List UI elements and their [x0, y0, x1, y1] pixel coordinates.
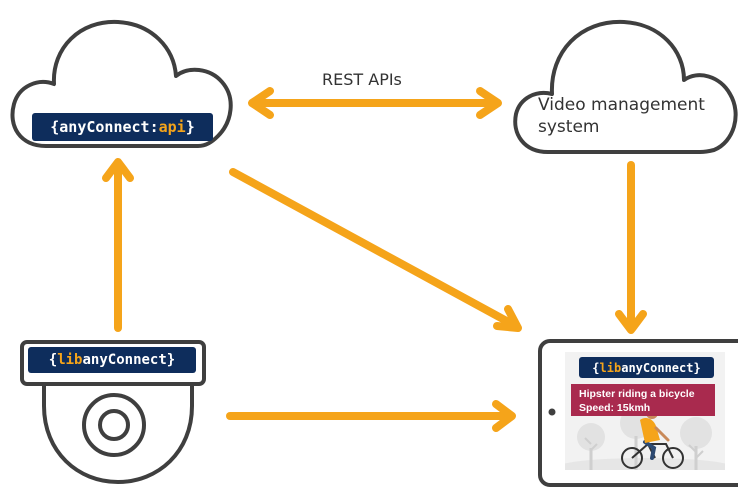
badge-brace: }	[693, 360, 701, 375]
api-to-tablet-arrow	[229, 168, 522, 332]
rest-api-arrow	[248, 87, 502, 119]
tree-icon	[577, 423, 605, 470]
overlay-description: Hipster riding a bicycle	[579, 388, 695, 400]
camera-icon	[20, 340, 206, 484]
vms-cloud-label: Video management system	[538, 95, 705, 137]
badge-accent: api	[158, 118, 186, 136]
badge-name: anyConnect	[621, 360, 694, 375]
badge-brace: {	[592, 360, 600, 375]
overlay-speed: Speed: 15kmh	[579, 402, 651, 414]
cyclist-icon	[621, 407, 684, 469]
tablet-camera-dot	[548, 408, 556, 416]
badge-brace: }	[166, 352, 176, 368]
badge-accent: lib	[57, 352, 83, 368]
badge-name: anyConnect:	[59, 118, 159, 136]
vms-cloud-shape	[513, 19, 738, 154]
camera-to-tablet-arrow	[226, 400, 516, 432]
badge-name: anyConnect	[82, 352, 167, 368]
camera-to-api-arrow	[102, 158, 134, 332]
rest-api-label: REST APIs	[322, 70, 402, 89]
vms-to-tablet-arrow	[615, 161, 647, 334]
badge-brace: }	[185, 118, 195, 136]
tree-icon	[680, 417, 712, 470]
video-metadata-overlay: Hipster riding a bicycle Speed: 15kmh	[571, 384, 715, 416]
badge-brace: {	[48, 352, 58, 368]
badge-accent: lib	[599, 360, 622, 375]
badge-brace: {	[50, 118, 60, 136]
anyconnect-api-badge: {anyConnect:api}	[32, 113, 213, 141]
